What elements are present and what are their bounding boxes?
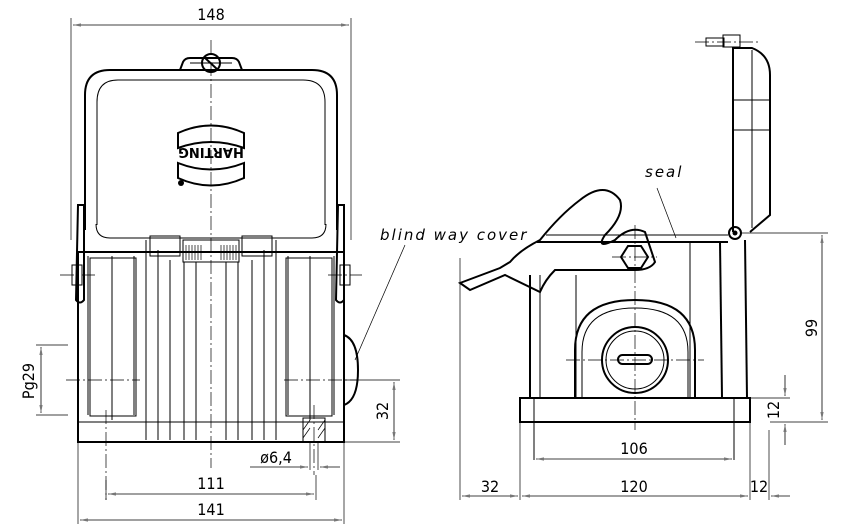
open-lid xyxy=(695,34,771,240)
dim-pg29: Pg29 xyxy=(19,344,358,416)
dim-32-label: 32 xyxy=(373,402,392,420)
dim-99: 99 xyxy=(740,232,828,423)
dim-99-label: 99 xyxy=(802,319,821,337)
dim-141-label: 141 xyxy=(197,500,224,519)
side-housing-body xyxy=(519,225,751,460)
dim-hole-diameter-label: ø6,4 xyxy=(260,448,292,467)
dim-12-vertical-label: 12 xyxy=(764,401,783,419)
seal-label: seal xyxy=(645,163,683,181)
hood-lid xyxy=(84,53,338,239)
dim-141: 141 xyxy=(77,442,345,524)
dim-pg29-label: Pg29 xyxy=(19,363,38,399)
spring-coil xyxy=(185,245,237,260)
dim-148-label: 148 xyxy=(197,5,224,24)
dim-111: 111 xyxy=(105,474,317,500)
dim-hole-diameter: ø6,4 xyxy=(250,442,340,470)
dim-106-label: 106 xyxy=(620,439,647,458)
dim-111-label: 111 xyxy=(197,474,224,493)
housing-body xyxy=(77,235,360,500)
side-view: blind way cover seal xyxy=(380,34,828,500)
dim-12-vertical: 12 xyxy=(750,375,790,445)
lock-screw-icon xyxy=(201,53,221,73)
blind-way-cover-leader xyxy=(354,244,406,361)
dim-32-horizontal-label: 32 xyxy=(481,477,499,496)
dim-32-vertical: 32 xyxy=(345,379,400,443)
dim-bottom-row: 32 120 12 xyxy=(462,422,790,500)
dim-106: 106 xyxy=(536,439,732,461)
dim-120-label: 120 xyxy=(620,477,647,496)
front-view: 148 HARTING xyxy=(19,5,406,524)
locking-lever xyxy=(457,189,657,500)
dim-148: 148 xyxy=(70,5,352,240)
logo-text: HARTING xyxy=(178,144,244,159)
harting-logo: HARTING xyxy=(177,124,245,187)
seal-leader xyxy=(656,187,677,239)
dim-12-horizontal-label: 12 xyxy=(750,477,768,496)
blind-way-cover-label: blind way cover xyxy=(380,226,528,244)
